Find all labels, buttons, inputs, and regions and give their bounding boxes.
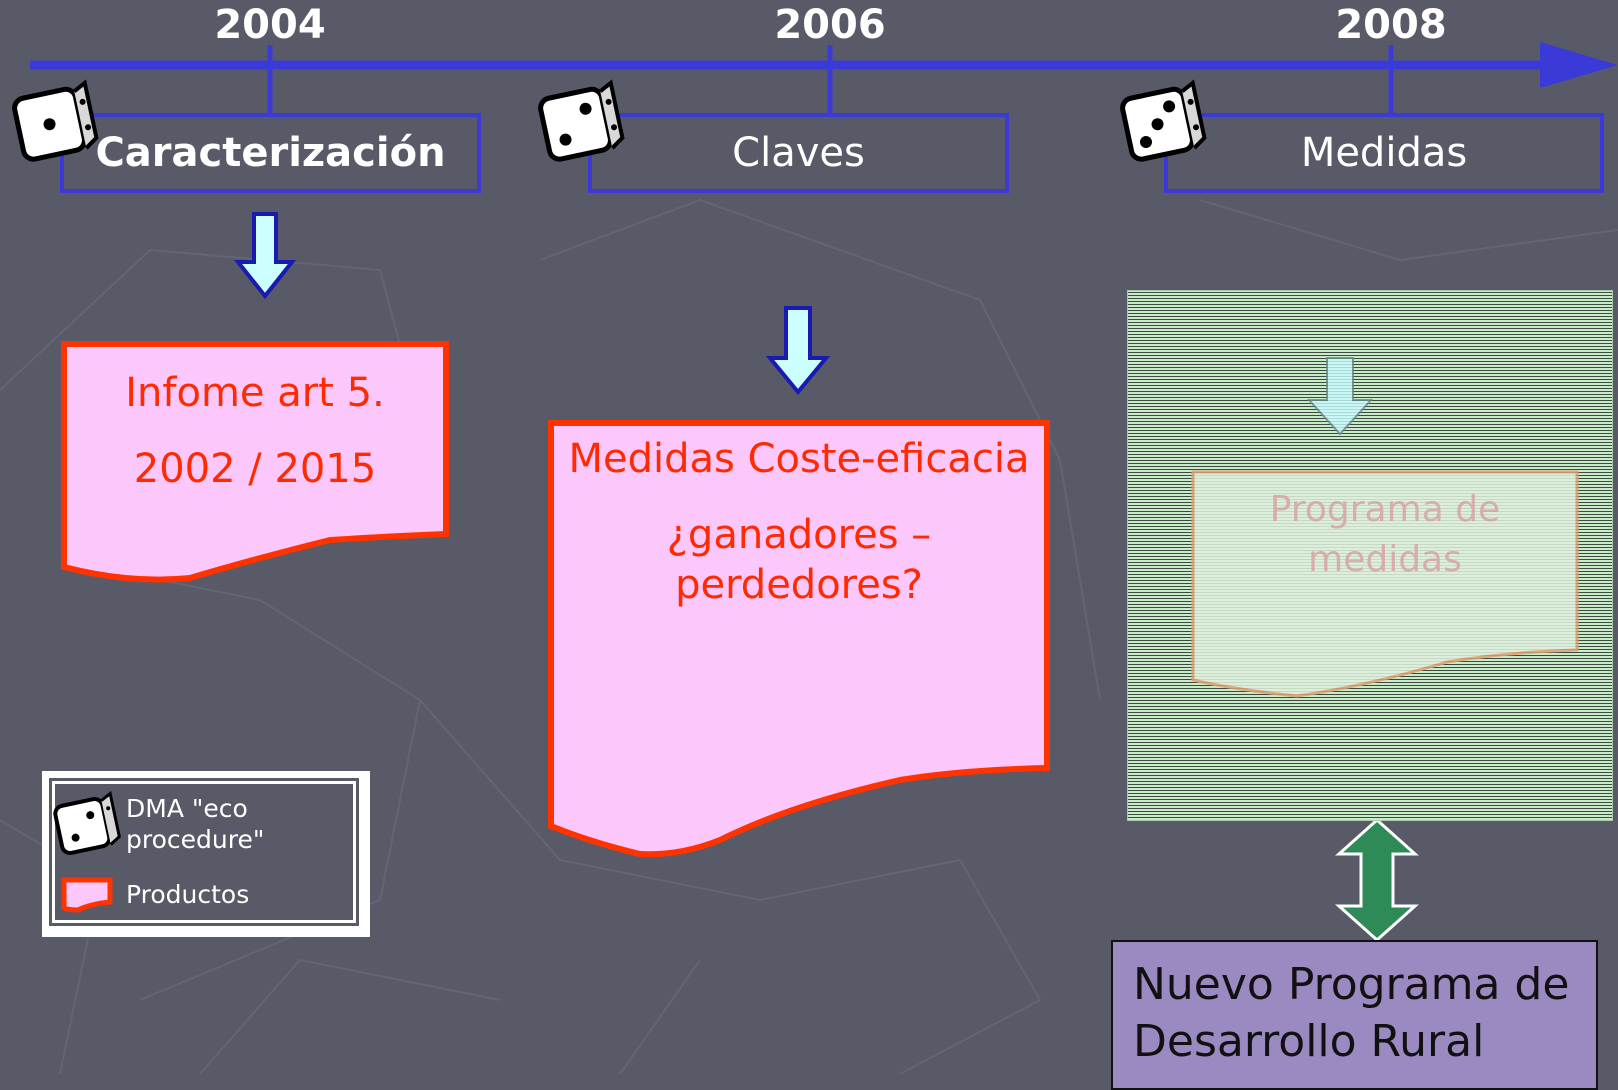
product-document-programa bbox=[1191, 470, 1579, 698]
year-label: 2008 bbox=[1335, 2, 1447, 48]
down-arrow-icon bbox=[765, 306, 831, 396]
product-medidas-text: Medidas Coste-eficacia ¿ganadores – perd… bbox=[551, 434, 1047, 610]
phase-label: Caracterización bbox=[95, 130, 446, 176]
double-arrow-icon bbox=[1335, 817, 1419, 943]
legend-product-label: Productos bbox=[126, 880, 250, 909]
product-programa-text: Programa de medidas bbox=[1193, 485, 1577, 586]
phase-box-claves: Claves bbox=[588, 113, 1009, 193]
legend-dice-label-line: DMA "eco bbox=[126, 794, 248, 823]
product-document-medidas bbox=[548, 420, 1050, 858]
phase-box-caracterizacion: Caracterización bbox=[60, 113, 481, 193]
legend-dice-label: DMA "eco procedure" bbox=[126, 793, 264, 856]
legend: DMA "eco procedure" Productos bbox=[42, 771, 370, 937]
product-line: Medidas Coste-eficacia bbox=[568, 436, 1030, 482]
product-line: medidas bbox=[1308, 539, 1462, 581]
down-arrow-icon bbox=[233, 212, 297, 300]
year-label: 2004 bbox=[214, 2, 326, 48]
dice-icon bbox=[12, 79, 99, 162]
rural-program-box: Nuevo Programa de Desarrollo Rural bbox=[1111, 940, 1598, 1090]
product-informe-text: Infome art 5. 2002 / 2015 bbox=[64, 368, 446, 494]
product-document-informe bbox=[61, 341, 449, 583]
phase-box-medidas: Medidas bbox=[1164, 113, 1604, 193]
phase-label: Medidas bbox=[1300, 130, 1468, 176]
year-label: 2006 bbox=[774, 2, 886, 48]
product-line: Infome art 5. bbox=[125, 370, 385, 416]
product-line: ¿ganadores – bbox=[666, 512, 932, 558]
phase-label: Claves bbox=[732, 130, 865, 176]
future-product-shapes bbox=[1191, 357, 1579, 698]
product-line: 2002 / 2015 bbox=[133, 446, 377, 492]
dice-icon bbox=[538, 79, 625, 162]
rural-program-line: Nuevo Programa de bbox=[1133, 959, 1570, 1010]
dice-icon bbox=[1120, 79, 1207, 162]
product-line: perdedores? bbox=[675, 562, 923, 608]
rural-program-line: Desarrollo Rural bbox=[1133, 1016, 1485, 1068]
down-arrow-icon bbox=[1306, 357, 1374, 436]
timeline bbox=[30, 42, 1618, 114]
product-line: Programa de bbox=[1269, 489, 1501, 530]
product-swatch-icon bbox=[61, 877, 113, 913]
dice-icon bbox=[53, 790, 121, 855]
legend-dice-label-line: procedure" bbox=[126, 825, 265, 855]
